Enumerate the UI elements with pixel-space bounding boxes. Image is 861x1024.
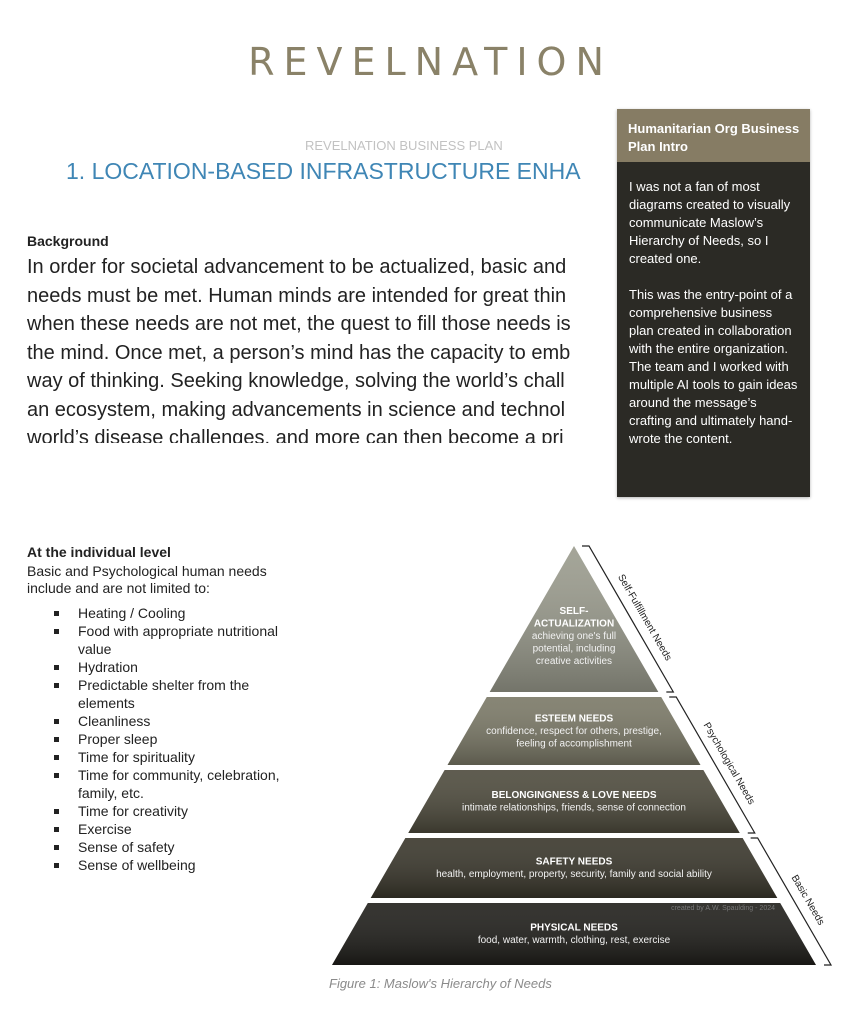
pyramid-credit: created by A.W. Spaulding - 2024	[671, 905, 775, 912]
bullet-icon	[54, 809, 59, 814]
list-item-label: Sense of safety	[78, 839, 175, 855]
list-item: Food with appropriate nutritional value	[52, 622, 302, 658]
background-line: needs must be met. Human minds are inten…	[27, 284, 567, 307]
list-item: Time for spirituality	[52, 748, 302, 766]
background-heading: Background	[27, 233, 109, 249]
bullet-icon	[54, 737, 59, 742]
bullet-icon	[54, 863, 59, 868]
list-item-label: Time for community, celebration, family,…	[78, 767, 280, 801]
pyramid-tier-title: ESTEEM NEEDS	[535, 713, 614, 724]
list-item: Heating / Cooling	[52, 604, 302, 622]
background-line: the mind. Once met, a person’s mind has …	[27, 341, 571, 364]
list-item: Proper sleep	[52, 730, 302, 748]
background-body: In order for societal advancement to be …	[27, 253, 627, 443]
bullet-icon	[54, 665, 59, 670]
section-title: 1. LOCATION-BASED INFRASTRUCTURE ENHA	[66, 158, 581, 184]
pyramid-tier-shade	[489, 546, 659, 692]
individual-intro: Basic and Psychological human needs incl…	[27, 563, 267, 596]
list-item-label: Proper sleep	[78, 731, 158, 747]
background-line: In order for societal advancement to be …	[27, 256, 567, 278]
list-item-label: Exercise	[78, 821, 132, 837]
pyramid-tier-description: confidence, respect for others, prestige…	[486, 726, 662, 750]
bullet-icon	[54, 611, 59, 616]
bullet-icon	[54, 845, 59, 850]
individual-heading: At the individual level	[27, 544, 171, 560]
list-item-label: Time for spirituality	[78, 749, 195, 765]
pyramid-tier-description: health, employment, property, security, …	[436, 869, 712, 880]
pyramid-tier-shade	[447, 697, 701, 765]
pyramid-tier-shade	[370, 838, 778, 898]
list-item: Sense of safety	[52, 838, 302, 856]
pyramid-tier-description: intimate relationships, friends, sense o…	[462, 803, 686, 814]
list-item: Exercise	[52, 820, 302, 838]
needs-list: Heating / Cooling Food with appropriate …	[52, 604, 302, 874]
pyramid-tier-shade	[408, 770, 740, 833]
intro-card-paragraph: This was the entry-point of a comprehens…	[629, 287, 798, 446]
pyramid-bracket	[750, 837, 833, 966]
bullet-icon	[54, 773, 59, 778]
pyramid-bracket	[582, 545, 675, 693]
pyramid-tier-title: BELONGINGNESS & LOVE NEEDS	[491, 790, 656, 801]
list-item-label: Heating / Cooling	[78, 605, 186, 621]
pyramid-bracket-label: Basic Needs	[789, 873, 827, 927]
intro-card: Humanitarian Org Business Plan Intro I w…	[617, 109, 810, 497]
bullet-icon	[54, 629, 59, 634]
brand-title: REVELNATION	[248, 40, 613, 84]
list-item-label: Cleanliness	[78, 713, 151, 729]
list-item-label: Hydration	[78, 659, 138, 675]
pyramid-tier-title: PHYSICAL NEEDS	[530, 923, 618, 934]
plan-label: REVELNATION BUSINESS PLAN	[305, 138, 503, 153]
background-line: an ecosystem, making advancements in sci…	[27, 398, 566, 421]
pyramid-tier-title: SELF-ACTUALIZATION	[534, 606, 614, 630]
figure-caption: Figure 1: Maslow's Hierarchy of Needs	[329, 976, 552, 991]
bullet-icon	[54, 755, 59, 760]
list-item: Cleanliness	[52, 712, 302, 730]
list-item-label: Food with appropriate nutritional value	[78, 623, 279, 657]
background-line: way of thinking. Seeking knowledge, solv…	[27, 370, 565, 392]
bullet-icon	[54, 719, 59, 724]
intro-card-title: Humanitarian Org Business Plan Intro	[617, 109, 810, 162]
background-line: world’s disease challenges, and more can…	[27, 427, 564, 443]
bullet-icon	[54, 827, 59, 832]
list-item: Predictable shelter from the elements	[52, 676, 302, 712]
background-line: when these needs are not met, the quest …	[27, 313, 571, 335]
pyramid-tier-title: SAFETY NEEDS	[536, 857, 613, 868]
pyramid-tier-description: food, water, warmth, clothing, rest, exe…	[478, 935, 671, 946]
list-item-label: Time for creativity	[78, 803, 188, 819]
intro-card-paragraph: I was not a fan of most diagrams created…	[629, 179, 791, 266]
pyramid-bracket	[669, 696, 756, 834]
list-item: Sense of wellbeing	[52, 856, 302, 874]
list-item-label: Predictable shelter from the elements	[78, 677, 250, 711]
list-item-label: Sense of wellbeing	[78, 857, 196, 873]
list-item: Hydration	[52, 658, 302, 676]
list-item: Time for creativity	[52, 802, 302, 820]
bullet-icon	[54, 683, 59, 688]
pyramid-tier-shade	[332, 903, 816, 965]
intro-card-body: I was not a fan of most diagrams created…	[617, 162, 810, 448]
list-item: Time for community, celebration, family,…	[52, 766, 302, 802]
